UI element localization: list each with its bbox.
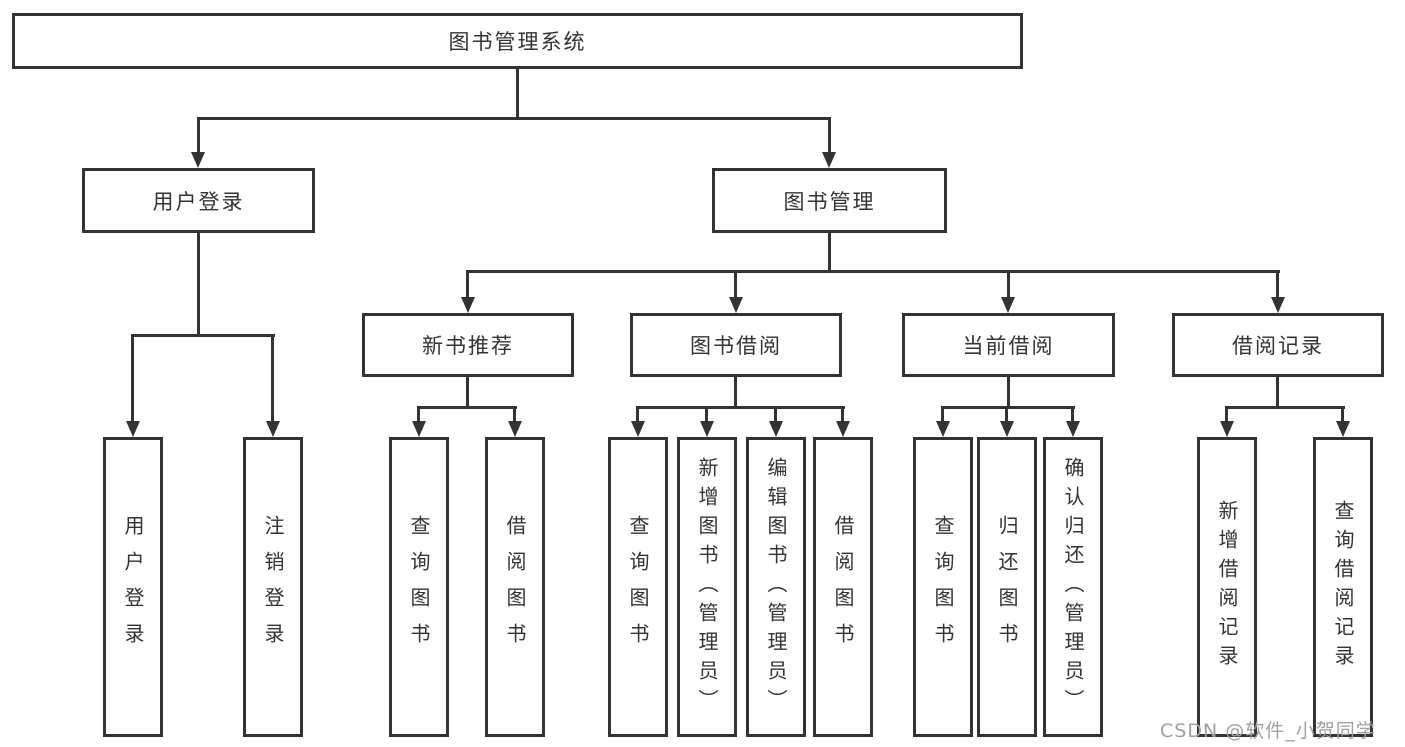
node-leaf-query-borrow-record-label: 查询借阅记录: [1331, 500, 1355, 674]
connector-records-drop-2: [1341, 406, 1344, 423]
arrow-down-icon: [1066, 421, 1080, 437]
connector-borrow-drop-1: [636, 406, 639, 423]
connector-root-bar: [197, 117, 831, 120]
node-book-management-label: 图书管理: [783, 189, 876, 214]
node-leaf-borrow-books-1-label: 借阅图书: [503, 515, 527, 659]
node-leaf-edit-books-admin: 编辑图书（管理员）: [746, 437, 806, 737]
node-leaf-query-books-2-label: 查询图书: [626, 515, 650, 659]
node-leaf-add-borrow-record-label: 新增借阅记录: [1215, 500, 1239, 674]
node-leaf-query-books-3-label: 查询图书: [931, 515, 955, 659]
connector-current-drop-1: [941, 406, 944, 423]
node-leaf-query-borrow-record: 查询借阅记录: [1313, 437, 1373, 737]
node-book-borrow-label: 图书借阅: [690, 334, 782, 358]
connector-recommend-stem: [466, 377, 469, 409]
arrow-down-icon: [1271, 297, 1285, 313]
connector-bookmgmt-stem: [828, 233, 831, 273]
connector-borrow-drop-2: [705, 406, 708, 423]
node-leaf-logout: 注销登录: [243, 437, 303, 737]
node-root: 图书管理系统: [12, 13, 1023, 69]
connector-borrow-stem: [734, 377, 737, 409]
connector-records-bar: [1225, 406, 1345, 409]
connector-bookmgmt-drop-4: [1276, 270, 1279, 299]
arrow-down-icon: [1001, 297, 1015, 313]
connector-userlogin-stem: [197, 233, 200, 337]
node-book-borrow: 图书借阅: [630, 313, 842, 377]
node-borrow-records-label: 借阅记录: [1232, 334, 1324, 358]
node-leaf-borrow-books-2: 借阅图书: [813, 437, 873, 737]
connector-current-drop-3: [1071, 406, 1074, 423]
connector-bookmgmt-bar: [466, 270, 1280, 273]
connector-recommend-drop-2: [513, 406, 516, 423]
arrow-down-icon: [1000, 421, 1014, 437]
node-leaf-user-login: 用户登录: [103, 437, 163, 737]
watermark: CSDN @软件_小贺同学: [1160, 720, 1376, 742]
arrow-down-icon: [191, 152, 205, 168]
node-leaf-confirm-return-admin-label: 确认归还（管理员）: [1061, 456, 1085, 718]
node-leaf-edit-books-admin-label: 编辑图书（管理员）: [764, 456, 788, 718]
connector-borrow-drop-4: [841, 406, 844, 423]
node-new-book-recommend: 新书推荐: [362, 313, 574, 377]
arrow-down-icon: [1220, 421, 1234, 437]
node-current-borrow-label: 当前借阅: [962, 334, 1055, 358]
node-leaf-add-books-admin: 新增图书（管理员）: [677, 437, 737, 737]
arrow-down-icon: [412, 421, 426, 437]
connector-root-stem: [516, 69, 519, 118]
node-leaf-add-borrow-record: 新增借阅记录: [1197, 437, 1257, 737]
node-user-login-label: 用户登录: [152, 189, 245, 214]
node-leaf-query-books-2: 查询图书: [608, 437, 668, 737]
arrow-down-icon: [508, 421, 522, 437]
node-leaf-return-books: 归还图书: [977, 437, 1037, 737]
node-leaf-return-books-label: 归还图书: [995, 515, 1019, 659]
connector-recommend-bar: [417, 406, 517, 409]
arrow-down-icon: [729, 297, 743, 313]
node-leaf-confirm-return-admin: 确认归还（管理员）: [1043, 437, 1103, 737]
node-leaf-add-books-admin-label: 新增图书（管理员）: [695, 456, 719, 718]
connector-bookmgmt-drop-2: [734, 270, 737, 299]
node-current-borrow: 当前借阅: [902, 313, 1115, 377]
connector-userlogin-drop-2: [271, 334, 274, 423]
arrow-down-icon: [126, 421, 140, 437]
connector-borrow-drop-3: [774, 406, 777, 423]
connector-borrow-bar: [636, 406, 845, 409]
connector-userlogin-bar: [131, 334, 275, 337]
connector-records-stem: [1276, 377, 1279, 409]
arrow-down-icon: [1336, 421, 1350, 437]
node-new-book-recommend-label: 新书推荐: [422, 334, 514, 358]
connector-records-drop-1: [1225, 406, 1228, 423]
arrow-down-icon: [700, 421, 714, 437]
connector-root-drop-left: [197, 117, 200, 154]
connector-current-bar: [941, 406, 1075, 409]
arrow-down-icon: [769, 421, 783, 437]
node-user-login: 用户登录: [82, 168, 315, 233]
node-leaf-borrow-books-1: 借阅图书: [485, 437, 545, 737]
arrow-down-icon: [936, 421, 950, 437]
node-borrow-records: 借阅记录: [1172, 313, 1384, 377]
arrow-down-icon: [822, 152, 836, 168]
node-leaf-query-books-1: 查询图书: [389, 437, 449, 737]
arrow-down-icon: [461, 297, 475, 313]
node-book-management: 图书管理: [712, 168, 947, 233]
connector-bookmgmt-drop-3: [1007, 270, 1010, 299]
node-leaf-query-books-3: 查询图书: [913, 437, 973, 737]
connector-root-drop-right: [828, 117, 831, 154]
node-leaf-logout-label: 注销登录: [261, 515, 285, 659]
connector-bookmgmt-drop-1: [466, 270, 469, 299]
arrow-down-icon: [266, 421, 280, 437]
arrow-down-icon: [631, 421, 645, 437]
connector-current-stem: [1007, 377, 1010, 409]
connector-current-drop-2: [1005, 406, 1008, 423]
connector-userlogin-drop-1: [131, 334, 134, 423]
arrow-down-icon: [836, 421, 850, 437]
node-leaf-user-login-label: 用户登录: [121, 515, 145, 659]
node-leaf-borrow-books-2-label: 借阅图书: [831, 515, 855, 659]
node-leaf-query-books-1-label: 查询图书: [407, 515, 431, 659]
node-root-label: 图书管理系统: [448, 30, 587, 54]
connector-recommend-drop-1: [417, 406, 420, 423]
